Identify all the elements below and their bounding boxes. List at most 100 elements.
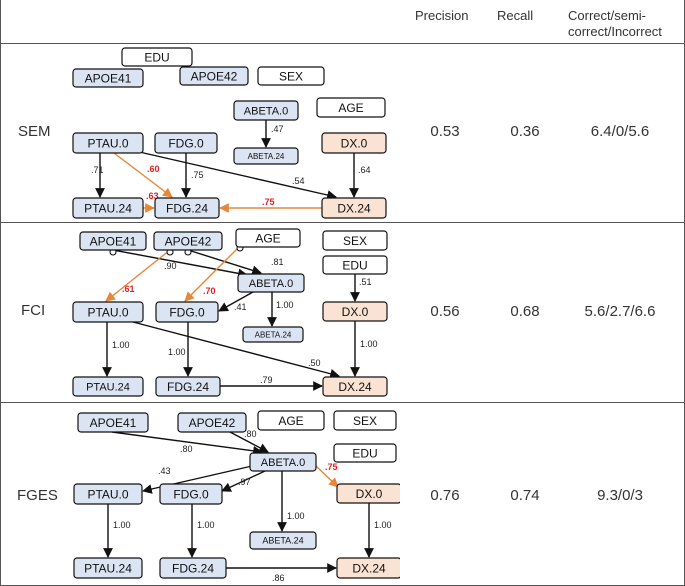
- fges-edge-ptau0-ptau24: 1.00: [103, 504, 131, 558]
- table-left-border: [0, 0, 1, 586]
- fges-edge-weight-dx0-dx24: 1.00: [374, 520, 392, 530]
- fci-node-label-fdg24: FDG.24: [167, 380, 209, 394]
- sem-edge-ptau0-dx24: .54: [134, 150, 337, 200]
- fci-edge-fdg24-dx24: .79: [220, 375, 323, 391]
- fci-node-fdg24: FDG.24: [155, 376, 221, 397]
- sem-edge-weight-ptau0-dx24: .54: [292, 176, 305, 186]
- fci-node-label-ptau24: PTAU.24: [86, 381, 130, 393]
- sem-edge-ptau0-ptau24: .71: [91, 153, 105, 198]
- fges-node-label-apoe41: APOE41: [90, 416, 137, 430]
- fges-causal-graph: .80 .80 .43 .97 .75 1.00 1.00 1.00 1.00 .86 APOE41…: [73, 410, 400, 583]
- fges-node-dx24: DX.24: [336, 557, 400, 579]
- fges-edge-fdg0-fdg24: 1.00: [187, 504, 215, 558]
- fges-edge-apoe42-abeta0: .80: [229, 429, 269, 453]
- fges-edge-abeta0-fdg0: .97: [221, 470, 266, 492]
- sem-node-sex: SEX: [257, 66, 325, 86]
- sem-edge-ptau24-fdg24: .63: [143, 191, 159, 213]
- fges-node-age: AGE: [257, 410, 325, 431]
- sem-node-apoe41: APOE41: [72, 68, 144, 88]
- sem-correct: 6.4/0/5.6: [590, 123, 650, 140]
- fci-edge-ptau0-ptau24: 1.00: [102, 322, 130, 377]
- fci-edge-dx0-dx24: 1.00: [350, 321, 378, 377]
- fges-node-sex: SEX: [333, 410, 397, 431]
- sem-edge-dx24-fdg24: .75: [219, 197, 322, 213]
- sem-edge-weight-fdg0-fdg24: .75: [191, 170, 204, 180]
- fges-node-label-dx0: DX.0: [356, 487, 383, 501]
- fges-node-apoe41: APOE41: [77, 412, 149, 433]
- fci-node-apoe41: APOE41: [79, 231, 147, 251]
- fges-node-fdg0: FDG.0: [159, 483, 223, 505]
- fges-node-ptau0: PTAU.0: [73, 483, 143, 505]
- sem-edge-dx0-dx24: .64: [349, 153, 371, 198]
- fges-node-label-fdg0: FDG.0: [173, 487, 209, 501]
- fci-node-label-abeta24: ABETA.24: [255, 330, 292, 339]
- fges-edge-apoe41-abeta0: .80: [111, 431, 263, 456]
- fci-node-fdg0: FDG.0: [155, 301, 219, 323]
- fges-node-fdg24: FDG.24: [159, 557, 227, 579]
- header-correct-line2: correct/Incorrect: [568, 24, 662, 39]
- sem-edge-weight-abeta0-abeta24: .47: [271, 124, 284, 134]
- fci-node-dx24: DX.24: [322, 376, 388, 397]
- fci-edge-ptau0-dx24: .50: [132, 321, 340, 379]
- sem-node-fdg24: FDG.24: [154, 197, 220, 219]
- sem-edge-ptau0-fdg24: .60: [113, 152, 173, 198]
- sem-node-label-abeta24: ABETA.24: [248, 152, 285, 161]
- sem-edge-weight-ptau0-fdg24: .60: [147, 164, 160, 174]
- fges-edge-weight-fdg24-dx24: .86: [272, 573, 285, 583]
- fci-edge-abeta0-abeta24: 1.00: [267, 292, 294, 327]
- sem-node-label-fdg0: FDG.0: [168, 136, 204, 150]
- fges-edge-abeta0-abeta24: 1.00: [277, 471, 305, 532]
- sem-node-label-ptau0: PTAU.0: [87, 136, 128, 150]
- sem-node-label-dx24: DX.24: [337, 201, 371, 215]
- sem-node-label-sex: SEX: [279, 69, 303, 83]
- sem-node-label-ptau24: PTAU.24: [84, 201, 132, 215]
- fci-node-label-dx24: DX.24: [338, 380, 372, 394]
- fci-node-age: AGE: [235, 228, 301, 248]
- sem-node-fdg0: FDG.0: [154, 132, 218, 154]
- fci-edge-apoe42-ptau0: .61: [105, 248, 174, 302]
- sem-node-abeta24: ABETA.24: [233, 147, 299, 165]
- row-label-fci: FCI: [21, 302, 46, 319]
- fges-node-label-ptau24: PTAU.24: [84, 561, 132, 575]
- sem-edge-weight-ptau0-ptau24: .71: [91, 165, 104, 175]
- fges-edge-weight-abeta0-dx0: .75: [325, 462, 338, 472]
- fci-edge-weight-abeta0-fdg0: .41: [234, 302, 247, 312]
- fges-edge-weight-abeta0-ptau0: .43: [158, 466, 171, 476]
- fges-node-label-age: AGE: [278, 414, 303, 428]
- fges-edge-weight-apoe41-abeta0: .80: [180, 444, 193, 454]
- fci-node-label-sex: SEX: [343, 234, 367, 248]
- fci-edge-weight-apoe42-ptau0: .61: [122, 284, 135, 294]
- fci-edge-weight-ptau0-dx24: .50: [308, 358, 321, 368]
- sem-node-age: AGE: [316, 97, 386, 118]
- fci-node-apoe42: APOE42: [153, 231, 223, 251]
- row-label-fges: FGES: [17, 487, 58, 504]
- fges-edge-weight-fdg0-fdg24: 1.00: [197, 520, 215, 530]
- fci-edge-weight-fdg0-fdg24: 1.00: [168, 347, 186, 357]
- fci-node-abeta0: ABETA.0: [237, 273, 305, 293]
- sem-edge-fdg0-fdg24: .75: [181, 153, 204, 198]
- fci-edge-weight-abeta0-abeta24: 1.00: [276, 300, 294, 310]
- fci-node-edu: EDU: [322, 255, 388, 275]
- fges-node-label-fdg24: FDG.24: [172, 561, 214, 575]
- fci-edge-weight-apoe41-abeta0: .90: [164, 261, 177, 271]
- sem-edge-weight-dx24-fdg24: .75: [262, 197, 275, 207]
- fges-edge-weight-apoe42-abeta0: .80: [244, 429, 257, 439]
- fci-recall: 0.68: [510, 303, 540, 320]
- sem-recall: 0.36: [510, 123, 540, 140]
- fges-edge-abeta0-dx0: .75: [315, 462, 339, 488]
- fci-edge-weight-age-fdg0: .70: [203, 286, 216, 296]
- fci-correct: 5.6/2.7/6.6: [584, 303, 656, 320]
- fci-node-dx0: DX.0: [322, 301, 388, 322]
- fci-node-ptau0: PTAU.0: [72, 301, 144, 323]
- fci-precision: 0.56: [430, 303, 460, 320]
- fci-node-label-age: AGE: [255, 231, 280, 245]
- sem-node-label-age: AGE: [338, 101, 363, 115]
- fci-node-label-edu: EDU: [342, 258, 367, 272]
- sem-node-apoe42: APOE42: [179, 66, 249, 86]
- header-divider: [0, 43, 685, 44]
- sem-node-edu: EDU: [121, 47, 193, 67]
- header-recall: Recall: [497, 8, 534, 23]
